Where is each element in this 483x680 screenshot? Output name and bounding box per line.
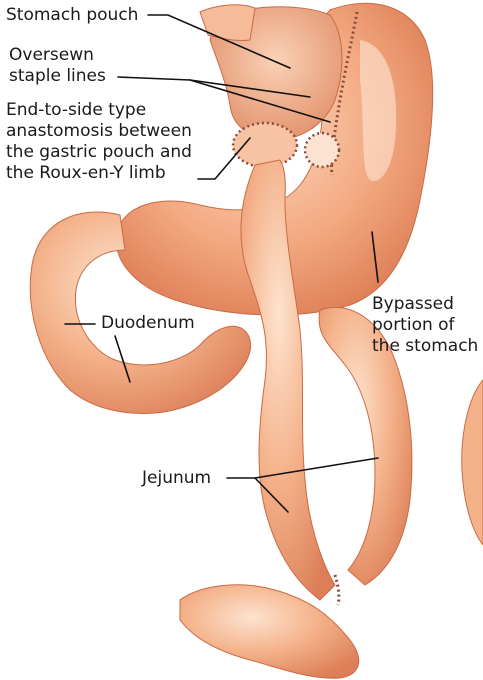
adjacent-organ-edge — [462, 380, 483, 545]
label-staple-lines: Oversewn staple lines — [9, 45, 106, 87]
label-duodenum: Duodenum — [101, 313, 195, 334]
label-stomach-pouch: Stomach pouch — [6, 5, 138, 26]
anastomosis-ring — [233, 123, 297, 167]
label-jejunum: Jejunum — [142, 468, 211, 489]
label-anastomosis: End-to-side type anastomosis between the… — [6, 100, 192, 184]
esophagus-shape — [200, 5, 255, 41]
jejunum-junction-staples — [335, 575, 339, 605]
label-bypassed-stomach: Bypassed portion of the stomach — [372, 294, 478, 357]
anastomosis-opening — [305, 133, 339, 167]
lower-jejunum-shape — [180, 585, 359, 678]
